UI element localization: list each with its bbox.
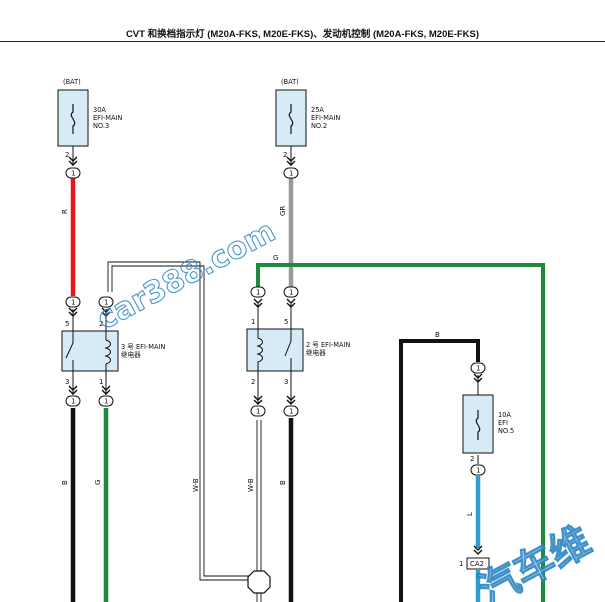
svg-text:3 号 EFI-MAIN: 3 号 EFI-MAIN	[121, 343, 165, 351]
svg-text:1: 1	[99, 378, 103, 386]
svg-text:NO.2: NO.2	[311, 122, 327, 130]
wire-label-blue: L	[466, 512, 474, 516]
wire-label-red: R	[61, 209, 69, 214]
wire-label-green-left: G	[94, 480, 102, 485]
svg-text:5: 5	[65, 320, 69, 328]
svg-text:1: 1	[104, 398, 108, 406]
connector-oval: 1	[98, 296, 114, 308]
connector-ca2: CA2 1	[459, 545, 490, 570]
svg-text:1: 1	[104, 299, 108, 307]
fuse-icon	[70, 104, 76, 134]
svg-text:CA2: CA2	[470, 560, 484, 568]
watermark-text-cn: 汽车维	[471, 518, 599, 602]
relay-coil-icon	[256, 329, 263, 371]
wire-wb-loop	[107, 261, 252, 581]
connector-oval: 1	[98, 395, 114, 407]
fuse2-source: (BAT)	[281, 78, 299, 86]
wire-label-gray: GR	[279, 206, 287, 216]
connectors: 1 1 1 1 1 1 1 1 1 1 1 1	[65, 156, 486, 476]
wire-black-top	[399, 339, 480, 602]
junction-octagon-icon	[247, 570, 271, 594]
connector-oval: 1	[65, 296, 81, 308]
wire-label-green-top: G	[273, 254, 278, 262]
svg-text:1: 1	[256, 408, 260, 416]
fuse-efi-main-no3: (BAT) 30A EFI-MAIN NO.3 2	[57, 78, 122, 159]
svg-text:2: 2	[470, 455, 474, 463]
wire-labels: R GR G B B G W-B W-B B L	[61, 206, 474, 516]
connector-oval: 1	[470, 362, 486, 374]
svg-text:2: 2	[99, 320, 103, 328]
relay-switch-icon	[65, 331, 74, 371]
connector-oval: 1	[250, 405, 266, 417]
wire-label-wb-left: W-B	[192, 478, 200, 492]
svg-text:2: 2	[65, 151, 69, 159]
wire-label-black-left: B	[61, 480, 69, 485]
svg-text:1: 1	[289, 408, 293, 416]
connector-oval: 1	[470, 464, 486, 476]
svg-text:3: 3	[284, 378, 288, 386]
svg-text:NO.3: NO.3	[93, 122, 109, 130]
page-title: CVT 和换档指示灯 (M20A-FKS, M20E-FKS)、发动机控制 (M…	[125, 29, 480, 40]
relay-coil-icon	[104, 331, 111, 371]
svg-text:3: 3	[65, 378, 69, 386]
svg-text:EFI-MAIN: EFI-MAIN	[311, 114, 340, 122]
svg-text:1: 1	[251, 318, 255, 326]
svg-text:2 号 EFI-MAIN: 2 号 EFI-MAIN	[306, 341, 350, 349]
connector-oval: 1	[250, 286, 266, 298]
wire-label-wb-right: W-B	[247, 478, 255, 492]
svg-text:25A: 25A	[311, 106, 324, 114]
connector-oval: 1	[65, 395, 81, 407]
wire-label-black-top: B	[435, 331, 440, 339]
relay-switch-icon	[284, 329, 292, 371]
svg-text:EFI-MAIN: EFI-MAIN	[93, 114, 122, 122]
wire-label-black-mid: B	[279, 480, 287, 485]
svg-text:1: 1	[289, 289, 293, 297]
svg-text:1: 1	[476, 365, 480, 373]
svg-text:2: 2	[251, 378, 255, 386]
svg-text:1: 1	[71, 170, 75, 178]
svg-text:10A: 10A	[498, 411, 511, 419]
relay-no3: 3 号 EFI-MAIN 继电器 5 2 3 1	[61, 309, 165, 395]
svg-text:1: 1	[71, 299, 75, 307]
svg-text:继电器: 继电器	[121, 350, 141, 359]
svg-text:1: 1	[459, 560, 463, 568]
svg-text:继电器: 继电器	[306, 348, 326, 357]
connector-oval: 1	[65, 167, 81, 179]
svg-text:1: 1	[71, 398, 75, 406]
fuse-stubs	[72, 146, 479, 464]
fuse-icon	[288, 104, 294, 134]
svg-text:NO.5: NO.5	[498, 427, 514, 435]
title-divider	[0, 41, 605, 42]
relay-no2: 2 号 EFI-MAIN 继电器 1 5 2 3	[246, 304, 350, 404]
svg-text:2: 2	[283, 151, 287, 159]
fuse-icon	[475, 410, 481, 440]
connector-oval: 1	[283, 405, 299, 417]
svg-text:30A: 30A	[93, 106, 106, 114]
svg-text:1: 1	[289, 170, 293, 178]
fuse-efi-no5: 10A EFI NO.5 2	[462, 394, 514, 463]
connector-oval: 1	[283, 167, 299, 179]
svg-text:5: 5	[284, 318, 288, 326]
svg-text:EFI: EFI	[498, 419, 508, 427]
connector-oval: 1	[283, 286, 299, 298]
svg-text:1: 1	[256, 289, 260, 297]
fuse-efi-main-no2: (BAT) 25A EFI-MAIN NO.2 2	[275, 78, 340, 159]
wire-green-top	[256, 263, 545, 602]
svg-text:1: 1	[476, 467, 480, 475]
fuse3-source: (BAT)	[63, 78, 81, 86]
